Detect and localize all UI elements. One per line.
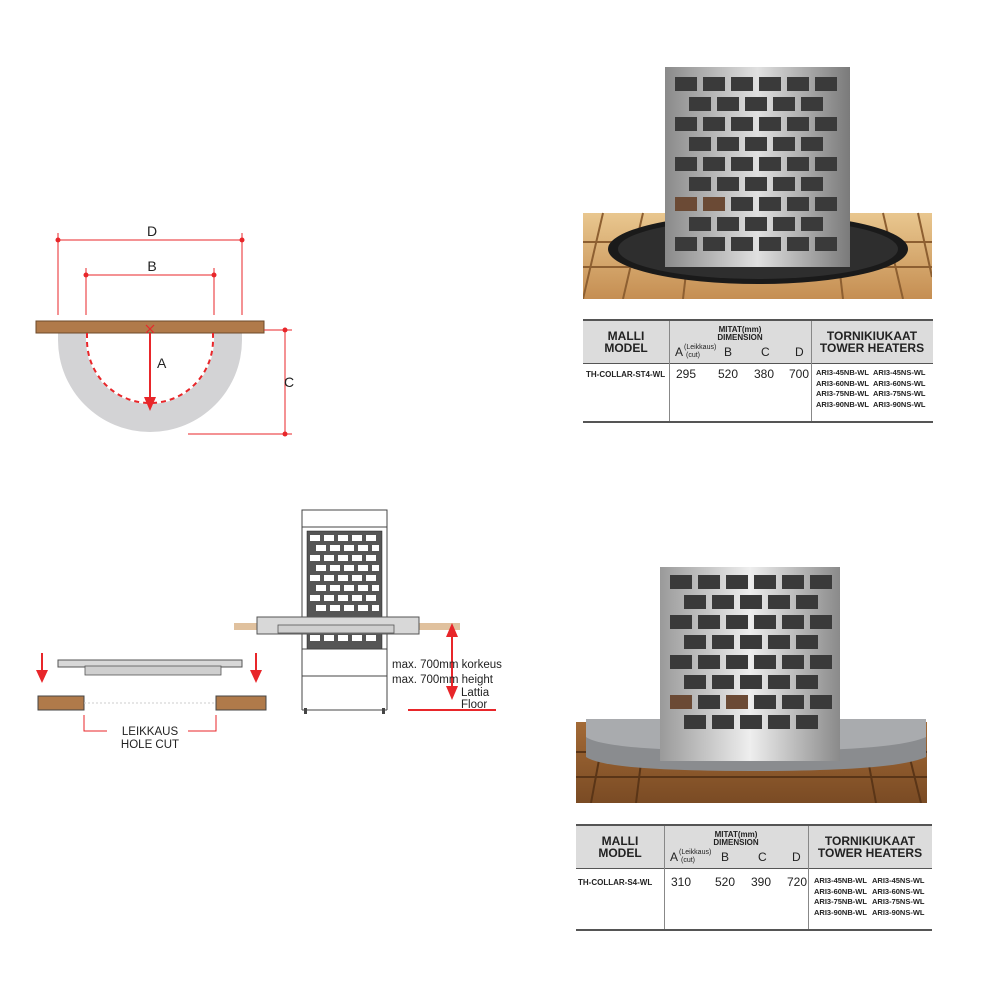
cut-label-fi: LEIKKAUS [122,726,179,738]
col-a-sub1: (Leikkaus) [684,344,717,351]
table-heaters-fi: TORNIKIUKAAT [826,329,918,343]
label-a: A [157,355,167,371]
label-b: B [147,258,156,274]
cut-label-en: HOLE CUT [121,739,179,750]
table-malli: MALLI [601,834,639,848]
wood-board [35,320,265,334]
product-photo-stone-collar [576,567,927,803]
floor-label-en: Floor [461,699,487,711]
product-photo-steel-collar [583,67,932,299]
row-b: 520 [718,367,739,381]
table-malli: MALLI [607,329,645,343]
table-heaters-en: TOWER HEATERS [819,341,925,355]
row-model: TH-COLLAR-S4-WL [578,878,653,887]
spec-table-steel: MALLI MODEL MITAT(mm) DIMENSION A (Leikk… [583,319,933,423]
height-label-en: max. 700mm height [392,674,494,686]
a-arrow-head [144,397,156,411]
col-a-sub2: (cut) [681,857,695,864]
table-heaters-en: TOWER HEATERS [817,846,923,860]
col-b: B [724,345,733,359]
col-a: A [675,345,684,359]
row-b: 520 [715,875,736,889]
row-c: 380 [754,367,775,381]
height-label-fi: max. 700mm korkeus [392,659,502,671]
label-d: D [147,223,157,239]
table-mitat: MITAT(mm) [714,830,758,839]
wood-right [215,695,267,711]
table-model: MODEL [598,846,642,860]
heater-grid [310,535,379,641]
col-c: C [761,345,770,359]
table-heaters-fi: TORNIKIUKAAT [824,834,916,848]
table-mitat: MITAT(mm) [718,325,762,334]
label-c: C [284,374,294,390]
floor-label-fi: Lattia [461,687,490,699]
collar-shape [58,323,242,432]
spec-table-stone: MALLI MODEL MITAT(mm) DIMENSION A (Leikk… [576,824,932,931]
collar-dimension-diagram: D B A C [35,223,294,437]
col-a: A [670,850,679,864]
row-d: 700 [789,367,810,381]
table-dimension: DIMENSION [717,333,763,342]
col-a-sub1: (Leikkaus) [679,849,712,856]
wood-left [37,695,85,711]
col-a-sub2: (cut) [686,352,700,359]
table-dimension: DIMENSION [713,838,759,847]
table-model: MODEL [604,341,648,355]
row-d: 720 [787,875,808,889]
installation-diagram: max. 700mm korkeus max. 700mm height Lat… [36,509,502,750]
col-d: D [795,345,804,359]
row-a: 295 [676,367,697,381]
col-b: B [721,850,730,864]
col-d: D [792,850,801,864]
row-a: 310 [671,875,692,889]
col-c: C [758,850,767,864]
row-model: TH-COLLAR-ST4-WL [586,370,666,379]
row-c: 390 [751,875,772,889]
cut-line [86,333,214,404]
